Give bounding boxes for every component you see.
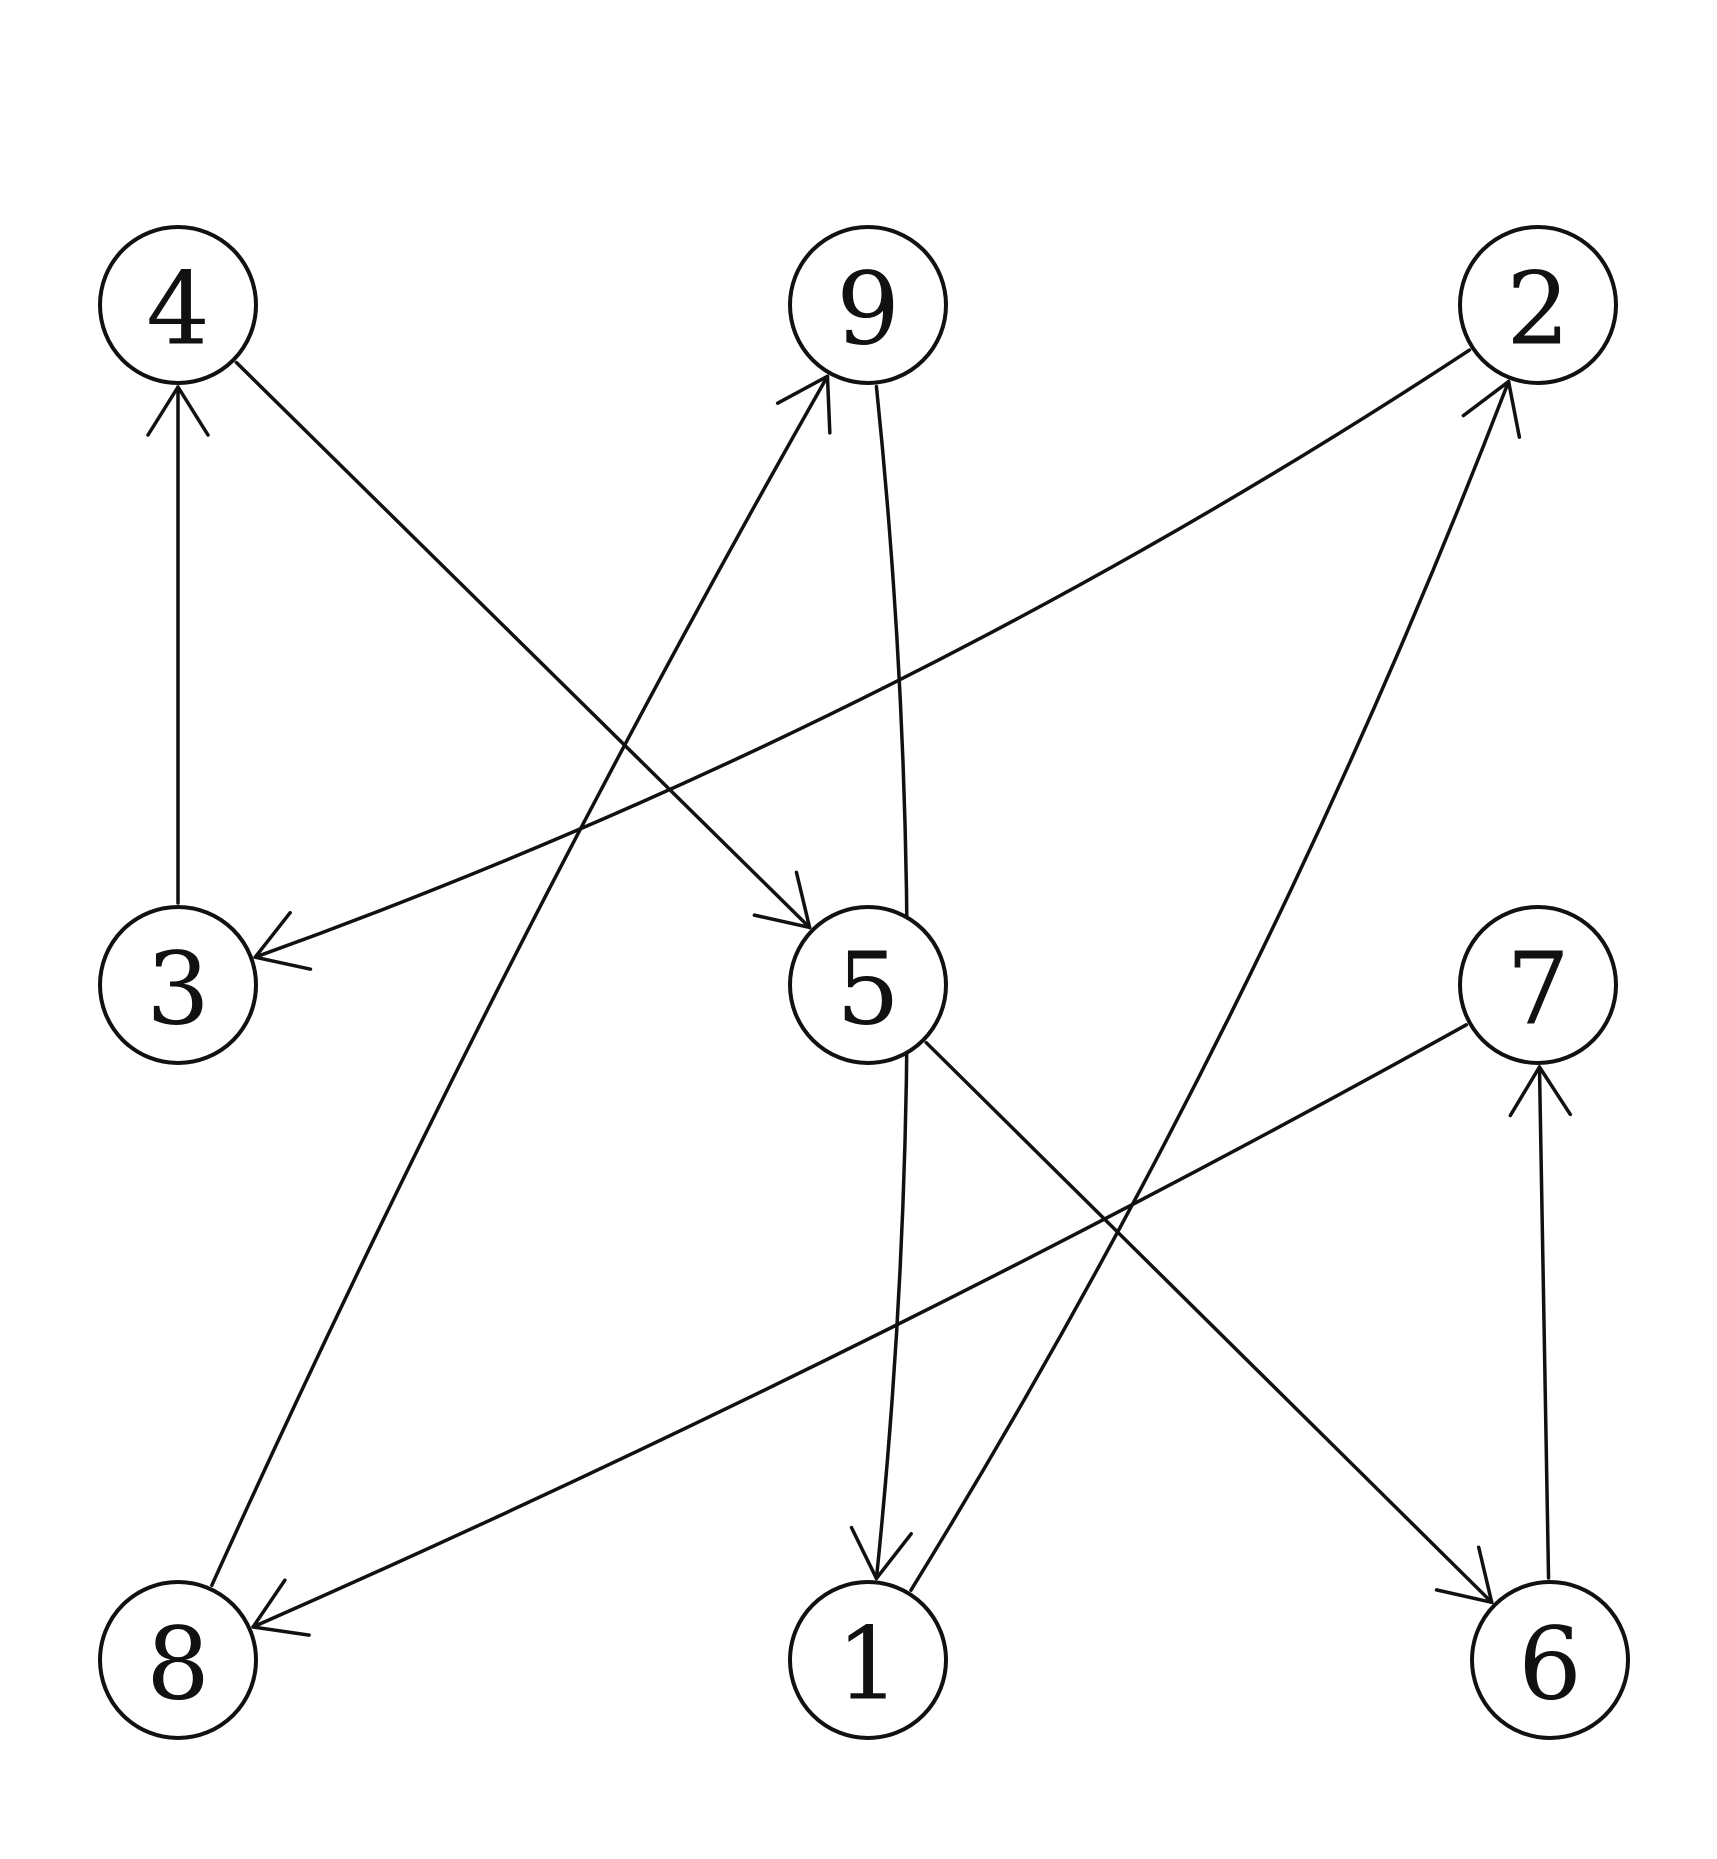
node-2-label: 2 (1506, 251, 1570, 368)
node-6: 6 (1470, 1580, 1630, 1740)
node-2-circle (1458, 225, 1618, 385)
node-1-circle (788, 1580, 948, 1740)
edge-4-to-5 (234, 360, 812, 930)
arrowhead-1-to-2 (1461, 379, 1522, 439)
node-7-circle (1458, 905, 1618, 1065)
node-9: 9 (788, 225, 948, 385)
node-9-label: 9 (836, 251, 900, 368)
node-5-label: 5 (836, 931, 900, 1048)
arrowhead-8-to-9 (775, 374, 832, 435)
edges-layer (146, 348, 1573, 1637)
node-1: 1 (788, 1580, 948, 1740)
arrowhead-7-to-8 (251, 1578, 311, 1637)
node-4-circle (98, 225, 258, 385)
nodes-layer: 4 9 2 3 5 7 8 1 6 (98, 225, 1630, 1740)
edge-8-to-9 (210, 374, 830, 1588)
node-3-circle (98, 905, 258, 1065)
node-5: 5 (788, 905, 948, 1065)
node-4: 4 (98, 225, 258, 385)
node-8-label: 8 (146, 1606, 210, 1723)
node-9-circle (788, 225, 948, 385)
node-6-label: 6 (1518, 1606, 1582, 1723)
arrowhead-6-to-7 (1508, 1065, 1573, 1118)
node-4-label: 4 (146, 251, 210, 368)
node-3: 3 (98, 905, 258, 1065)
node-6-circle (1470, 1580, 1630, 1740)
edge-1-to-2 (909, 379, 1511, 1592)
arrowhead-9-to-1 (849, 1525, 913, 1581)
node-7: 7 (1458, 905, 1618, 1065)
arrowhead-3-to-4 (146, 385, 210, 437)
node-2: 2 (1458, 225, 1618, 385)
arrowhead-5-to-6 (1434, 1545, 1494, 1605)
node-8-circle (98, 1580, 258, 1740)
edge-5-to-6 (924, 1040, 1494, 1605)
arrowhead-4-to-5 (752, 870, 812, 930)
edge-7-to-8 (251, 1023, 1469, 1629)
node-1-label: 1 (836, 1606, 900, 1723)
arrowhead-2-to-3 (253, 910, 313, 971)
node-7-label: 7 (1506, 931, 1570, 1048)
node-5-circle (788, 905, 948, 1065)
edge-6-to-7 (1537, 1065, 1551, 1580)
node-8: 8 (98, 1580, 258, 1740)
node-3-label: 3 (146, 931, 210, 1048)
edge-2-to-3 (253, 348, 1472, 959)
